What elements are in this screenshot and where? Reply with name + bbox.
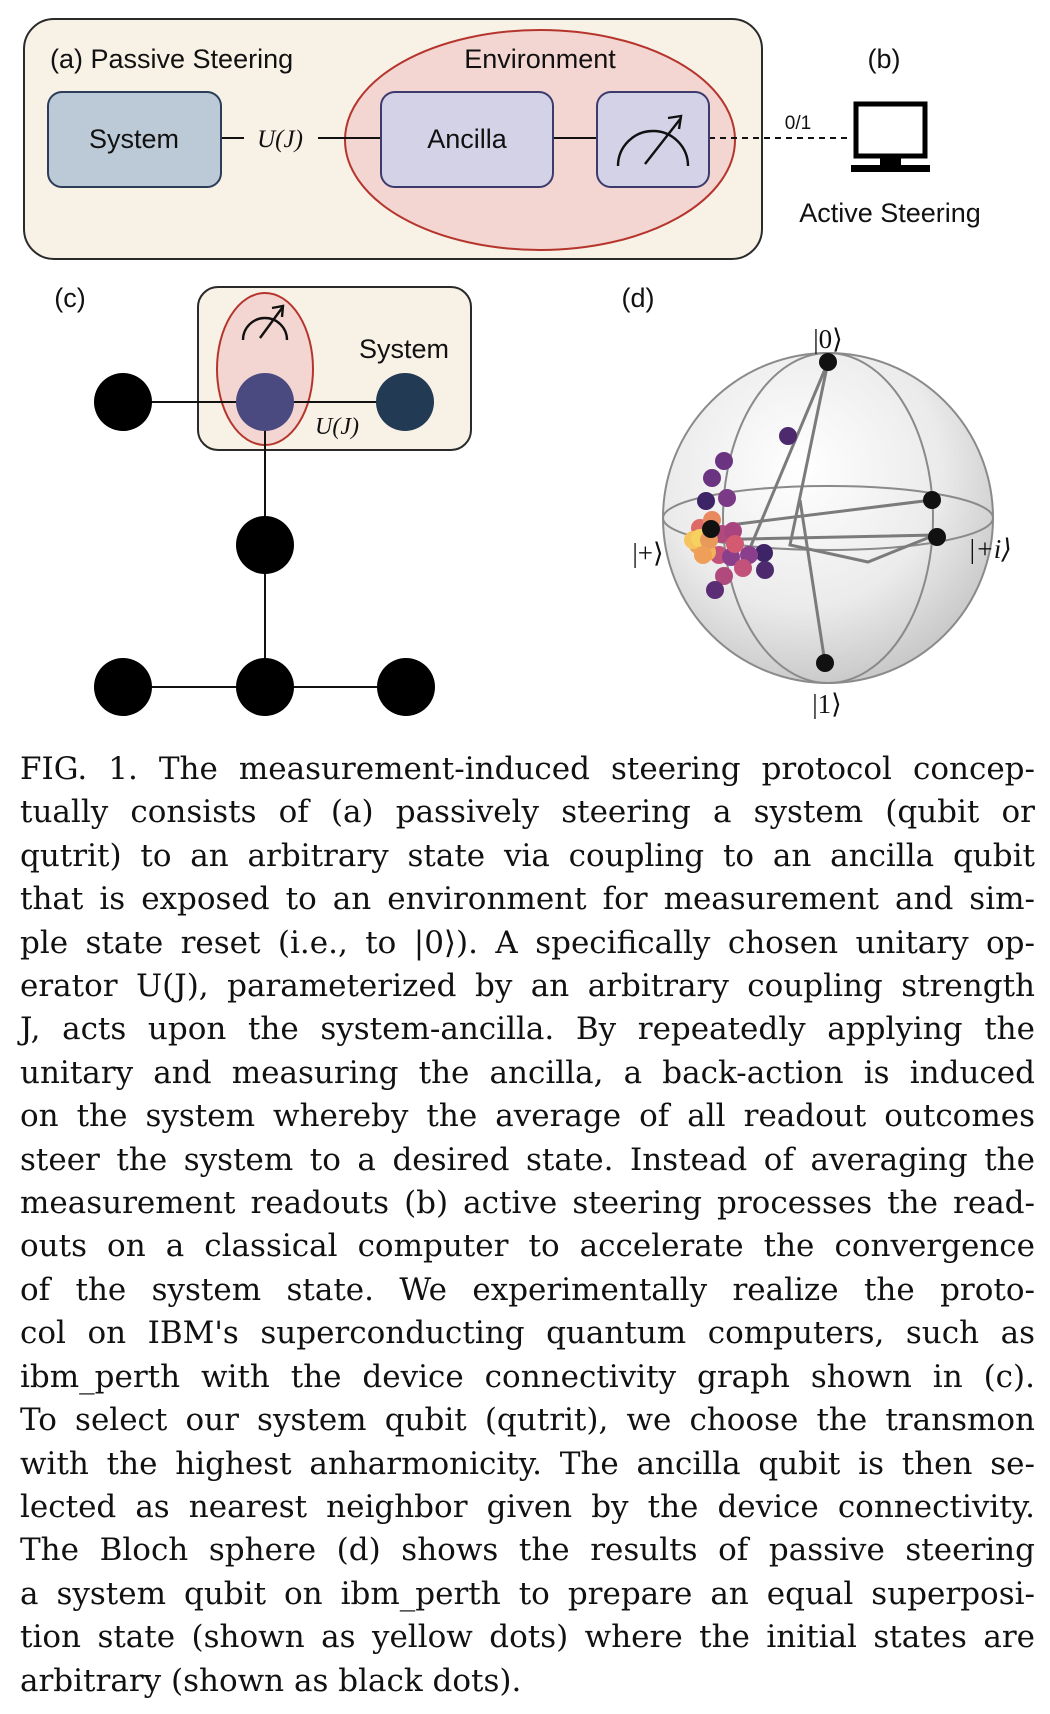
caption-line: col on IBM's superconducting quantum com…	[20, 1315, 1035, 1352]
environment-label: Environment	[464, 44, 616, 74]
caption-line: ple state reset (i.e., to |0⟩). A specif…	[20, 924, 1035, 961]
measurement-meter-icon-c	[241, 304, 289, 341]
measurement-box	[596, 91, 710, 188]
bloch-sphere	[663, 353, 993, 683]
panel-a: (a) Passive Steering Environment U(J) 0/…	[23, 18, 850, 260]
readout-label: 0/1	[785, 113, 811, 134]
system-label-c: System	[359, 334, 449, 364]
ket-plus-label: |+⟩	[632, 538, 663, 568]
initial-state-point	[923, 491, 941, 509]
figure-1: (a) Passive Steering Environment U(J) 0/…	[23, 18, 1012, 719]
trajectory-point	[706, 581, 724, 599]
caption-line: FIG. 1. The measurement-induced steering…	[20, 751, 1035, 787]
panel-d-label: (d)	[622, 283, 655, 313]
ancilla-qubit-node	[236, 373, 294, 431]
caption-line: unitary and measuring the ancilla, a bac…	[20, 1054, 1035, 1091]
trajectory-point	[715, 452, 733, 470]
initial-state-point	[816, 654, 834, 672]
caption-line: To select our system qubit (qutrit), we …	[20, 1402, 1035, 1439]
caption-line: measurement readouts (b) active steering…	[20, 1185, 1035, 1222]
trajectory-point	[734, 559, 752, 577]
ancilla-label: Ancilla	[427, 124, 508, 154]
caption-line: J, acts upon the system-ancilla. By repe…	[20, 1011, 1035, 1048]
qubit-node	[94, 658, 152, 716]
panel-d: (d)	[622, 283, 1012, 719]
trajectory-point	[756, 561, 774, 579]
trajectory-point	[726, 535, 744, 553]
active-steering-label: Active Steering	[799, 198, 981, 228]
caption-line: arbitrary (shown as black dots).	[20, 1662, 522, 1699]
initial-state-point	[928, 528, 946, 546]
caption-line: on the system whereby the average of all…	[20, 1098, 1035, 1135]
qubit-node	[236, 658, 294, 716]
trajectory-point	[694, 546, 712, 564]
caption-line: tion state (shown as yellow dots) where …	[20, 1619, 1035, 1656]
qubit-node	[94, 373, 152, 431]
ancilla-box	[380, 91, 554, 188]
caption-line: steer the system to a desired state. Ins…	[20, 1141, 1035, 1178]
caption-line: with the highest anharmonicity. The anci…	[20, 1445, 1035, 1482]
caption-line: tually consists of (a) passively steerin…	[20, 794, 1035, 831]
panel-b: (b) Active Steering	[799, 44, 981, 228]
panel-a-label: (a) Passive Steering	[50, 44, 293, 74]
trajectory-point	[718, 489, 736, 507]
trajectory-point	[715, 567, 733, 585]
unitary-label-a: U(J)	[257, 126, 303, 153]
initial-state-points	[702, 353, 946, 672]
initial-state-point	[702, 520, 720, 538]
qubit-node	[236, 516, 294, 574]
caption-line: that is exposed to an environment for me…	[20, 881, 1035, 918]
trajectory-point	[703, 469, 721, 487]
trajectory-point	[779, 427, 797, 445]
computer-icon	[851, 101, 930, 172]
measurement-meter-icon	[616, 114, 690, 167]
system-qubit-node	[376, 373, 434, 431]
system-label-a: System	[89, 124, 179, 154]
panel-c-label: (c)	[54, 283, 85, 313]
caption-line: erator U(J), parameterized by an arbitra…	[20, 968, 1035, 1005]
qubit-node	[377, 658, 435, 716]
panel-b-label: (b)	[868, 44, 901, 74]
ket-1-label: |1⟩	[812, 689, 841, 719]
unitary-label-c: U(J)	[315, 414, 359, 440]
figure-caption: FIG. 1. The measurement-induced steering…	[20, 748, 1035, 1703]
caption-line: ibm_perth with the device connectivity g…	[20, 1358, 1035, 1395]
caption-line: of the system state. We experimentally r…	[20, 1271, 1035, 1308]
caption-line: a system qubit on ibm_perth to prepare a…	[20, 1575, 1035, 1612]
initial-state-point	[819, 353, 837, 371]
caption-line: The Bloch sphere (d) shows the results o…	[20, 1532, 1035, 1569]
caption-line: qutrit) to an arbitrary state via coupli…	[20, 837, 1035, 874]
panel-c: (c) System U(J)	[54, 283, 472, 716]
system-box	[47, 91, 222, 188]
trajectory-point	[755, 544, 773, 562]
trajectory-lines	[699, 361, 936, 664]
ket-0-label: |0⟩	[813, 324, 842, 354]
trajectory-point	[697, 492, 715, 510]
caption-line: lected as nearest neighbor given by the …	[20, 1488, 1035, 1525]
ket-plus-i-label: |+i⟩	[968, 534, 1012, 564]
caption-line: outs on a classical computer to accelera…	[20, 1228, 1035, 1265]
